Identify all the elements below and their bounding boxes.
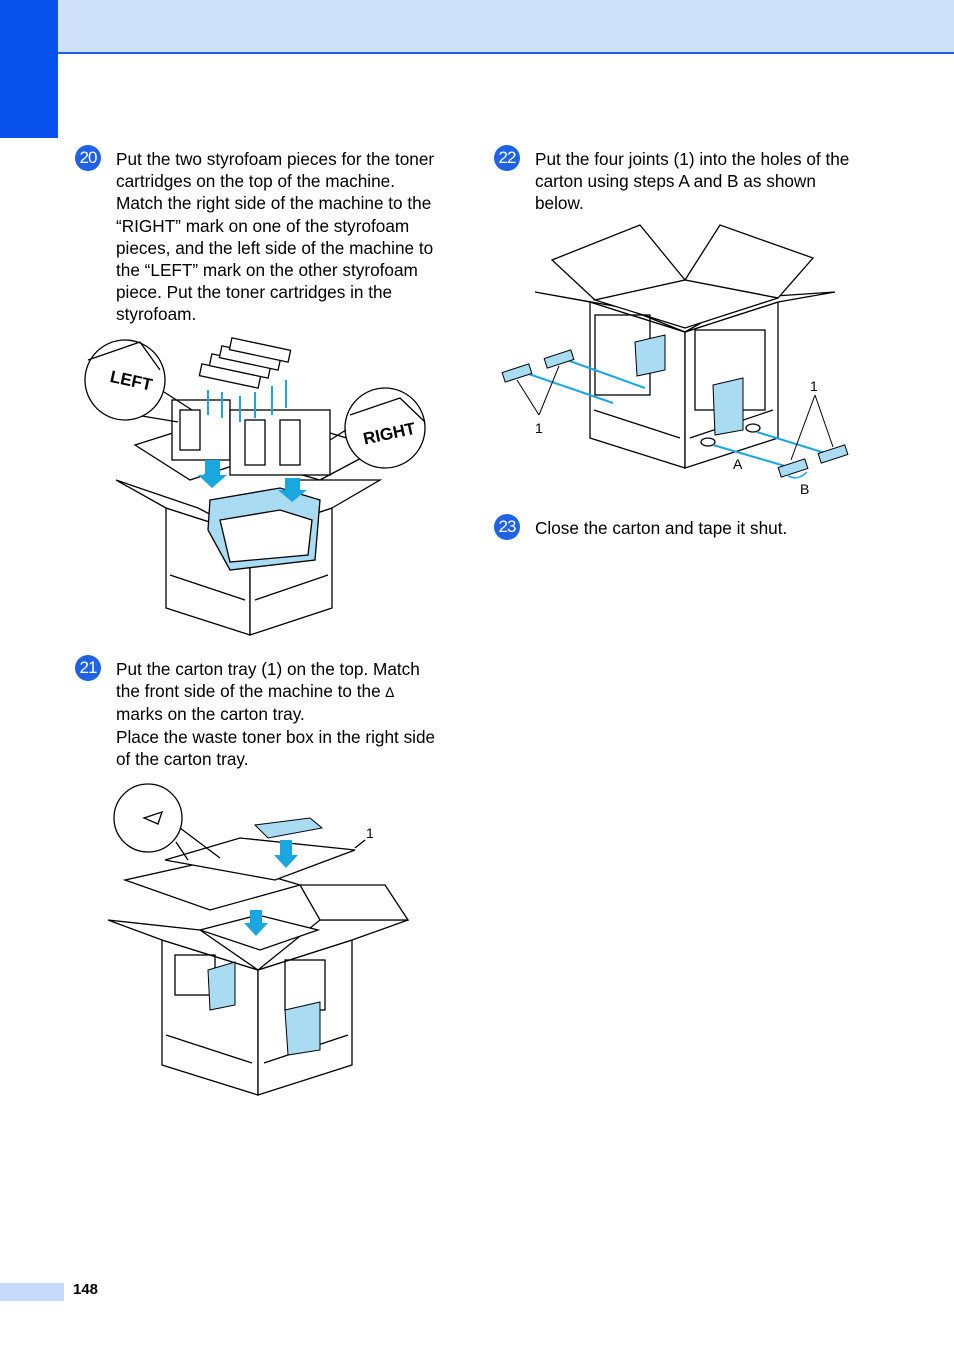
step-b-label: B [800,481,809,497]
step-23-paragraph: Close the carton and tape it shut. [535,518,788,538]
header-band [58,0,954,54]
page-number: 148 [73,1281,99,1298]
step-21-line1-end: marks on the carton tray. [116,704,305,725]
step-a-label: A [733,456,743,472]
step-number-20: 20 [75,145,101,171]
step-23-text: Close the carton and tape it shut. [535,517,865,539]
page-number-bar [0,1283,64,1301]
step-20-text: Put the two styrofoam pieces for the ton… [116,148,444,326]
step-21-paragraph-1: Put the carton tray (1) on the top. Matc… [116,658,444,726]
step-number-23: 23 [494,514,520,540]
step-21-paragraph-2: Place the waste toner box in the right s… [116,726,436,769]
step-21-line1: Put the carton tray (1) on the top. Matc… [116,659,420,702]
figure-joint-insertion: 1 1 A B [501,224,849,497]
step-number-21: 21 [75,655,101,681]
chapter-tab [0,0,58,138]
figure-styrofoam-placement: LEFT RIGHT [84,337,426,636]
step-21-text: Put the carton tray (1) on the top. Matc… [116,658,444,770]
step-20-paragraph: Put the two styrofoam pieces for the ton… [116,149,435,325]
joint-callout-right: 1 [810,378,818,394]
figure-carton-tray: 1 [107,783,410,1096]
triangle-mark: ∆ [385,684,395,701]
step-22-text: Put the four joints (1) into the holes o… [535,148,865,215]
step-number-22: 22 [494,145,520,171]
joint-callout-left: 1 [535,420,543,436]
carton-tray-callout: 1 [366,825,374,841]
step-22-paragraph: Put the four joints (1) into the holes o… [535,149,850,214]
